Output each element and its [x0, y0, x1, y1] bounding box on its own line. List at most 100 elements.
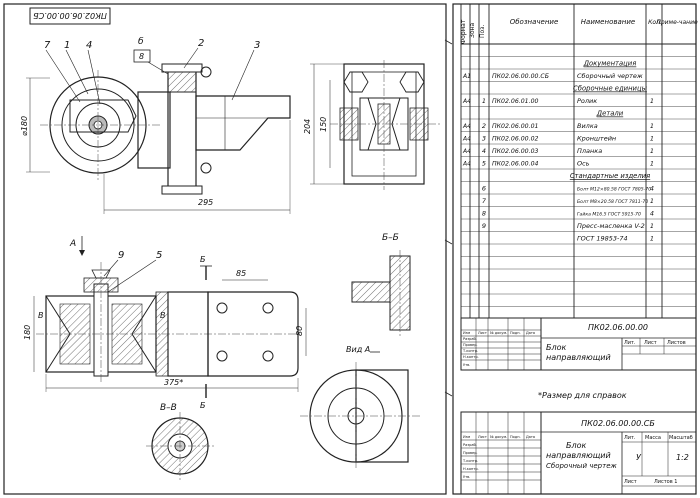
spec-row-format: А4: [462, 136, 471, 143]
title-block-drawing: Изм Лист № докум. Подп. Дата Разраб. Про…: [460, 411, 697, 495]
tb2-col-doc: № докум.: [490, 435, 507, 439]
dim-295: 295: [198, 198, 213, 207]
tb2-role-3: Н.контр.: [463, 467, 479, 471]
leader-b: б: [138, 37, 144, 47]
spec-row-name: Ролик: [577, 97, 597, 105]
front-view: 7 1 4 б 8 2 3 ⌀180 295: [20, 37, 291, 214]
mark-box-b: [133, 49, 151, 63]
spec-row-qty: 1: [650, 222, 654, 230]
tb1-name-1: Блок: [546, 343, 566, 352]
spec-row-section: Стандартные изделия: [570, 172, 650, 180]
tb1-sheet: Лист: [644, 340, 657, 346]
spec-row-qty: 4: [650, 210, 654, 218]
tb2-role-4: Утв.: [463, 475, 470, 479]
bolt-top: [161, 63, 203, 73]
tb1-col-list: Лист: [478, 331, 487, 335]
spec-row-code: ПК02.06.00.00.СБ: [492, 73, 549, 80]
tb1-role-4: Утв.: [463, 363, 470, 367]
spec-row-code: ПК02.06.00.02: [492, 136, 539, 143]
stamp-code: ПК02.06.00.00.СБ: [33, 11, 107, 20]
spec-row-format: А4: [462, 161, 471, 168]
spec-row-code: ПК02.06.00.01: [492, 123, 538, 130]
hdr-name: Наименование: [581, 18, 635, 26]
mark-v-right: В: [160, 311, 166, 320]
leader-3: 3: [254, 40, 260, 51]
dim-85: 85: [236, 269, 246, 278]
tb1-code: ПК02.06.00.00: [588, 323, 648, 332]
spec-row-name: Кронштейн: [577, 135, 616, 143]
tb1-col-doc: № докум.: [490, 331, 507, 335]
spec-row-pos: 8: [482, 210, 486, 218]
right-sheet-frame: [452, 3, 697, 495]
spec-row-qty: 4: [650, 185, 654, 193]
leader-7: 7: [44, 40, 51, 51]
spec-row-name: Сборочный чертеж: [577, 72, 643, 80]
hdr-pos: Поз.: [479, 25, 486, 38]
plan-view: А 9 5 Б: [23, 236, 307, 410]
arrow-a-label: А: [69, 239, 76, 249]
dim-375: 375*: [164, 378, 183, 387]
dim-150: 150: [319, 117, 328, 132]
tb2-role-0: Разраб.: [463, 443, 477, 447]
dim-80: 80: [295, 326, 304, 336]
spec-row-pos: 3: [482, 135, 486, 143]
spec-row-pos: 4: [482, 147, 486, 155]
spec-row-qty: 1: [650, 135, 654, 143]
section-vv-label: В–В: [160, 403, 177, 413]
spec-row-section: Сборочные единицы: [573, 85, 648, 93]
hdr-format: Формат: [460, 19, 467, 44]
spec-row-pos: 2: [482, 122, 486, 130]
tb2-scale: Масштаб: [669, 435, 693, 441]
tb2-sheets: Листов 1: [654, 479, 677, 485]
tb2-lit-val: У: [636, 453, 642, 462]
view-a-label: Вид А: [346, 345, 370, 354]
tb2-scale-val: 1:2: [676, 453, 689, 462]
title-block-spec: Изм Лист № докум. Подп. Дата Разраб. Про…: [460, 317, 697, 371]
tb2-name-3: Сборочный чертеж: [546, 462, 617, 470]
tb1-role-3: Н.контр.: [463, 355, 479, 359]
mark-8: 8: [139, 52, 144, 61]
spec-row-qty: 1: [650, 160, 654, 168]
tb2-col-sign: Подп.: [510, 435, 521, 439]
hdr-code: Обозначение: [510, 18, 559, 26]
left-sheet-frame: [3, 3, 447, 495]
tb2-name-1: Блок: [566, 441, 586, 450]
hdr-note: Приме-чание: [656, 19, 698, 26]
tb2-name-2: направляющий: [546, 451, 611, 460]
spec-row-qty: 1: [650, 97, 654, 105]
spec-row-qty: 1: [650, 197, 654, 205]
spec-row-code: ПК02.06.00.03: [492, 148, 539, 155]
spec-row-format: А4: [462, 98, 471, 105]
dim-180: 180: [23, 325, 32, 340]
leader-4: 4: [86, 40, 92, 51]
tb2-mass: Масса: [645, 435, 661, 441]
tb1-role-2: Т.контр.: [462, 349, 478, 353]
left-sheet: ПК02.06.00.00.СБ: [3, 3, 453, 495]
spec-row-name: Вилка: [577, 122, 598, 130]
dim-dia180: ⌀180: [20, 116, 29, 136]
tb1-lit: Лит.: [624, 340, 636, 346]
spec-row-format: А1: [462, 73, 471, 80]
spec-text: Формат Зона Поз. Обозначение Наименовани…: [460, 18, 698, 243]
spec-row-qty: 1: [650, 235, 654, 243]
side-view: 204 150: [303, 60, 440, 190]
tb1-col-izm: Изм: [463, 331, 470, 335]
spec-row-name: Гайка М16.5 ГОСТ 5915-70: [577, 212, 641, 218]
bracket-plan: [207, 291, 299, 377]
tb1-col-sign: Подп.: [510, 331, 521, 335]
spec-row-format: А4: [462, 123, 471, 130]
tb2-col-date: Дата: [526, 435, 535, 439]
spec-row-pos: 9: [482, 222, 486, 230]
tb1-role-1: Провер.: [463, 343, 478, 347]
spec-row-name: Болт М8×20.58 ГОСТ 7811-70: [577, 199, 648, 205]
hdr-qty: Кол.: [648, 19, 662, 26]
tb2-role-1: Провер.: [463, 451, 478, 455]
spec-row-pos: 7: [482, 197, 487, 205]
spec-row-name: Ось: [577, 160, 590, 168]
spec-row-name: Пресс-масленка V-2: [577, 222, 645, 230]
tb2-sheet: Лист: [624, 479, 637, 485]
spec-row-pos: 1: [482, 97, 486, 105]
dim-204: 204: [303, 119, 312, 134]
leader-5: 5: [156, 250, 162, 261]
leader-2: 2: [198, 38, 204, 49]
